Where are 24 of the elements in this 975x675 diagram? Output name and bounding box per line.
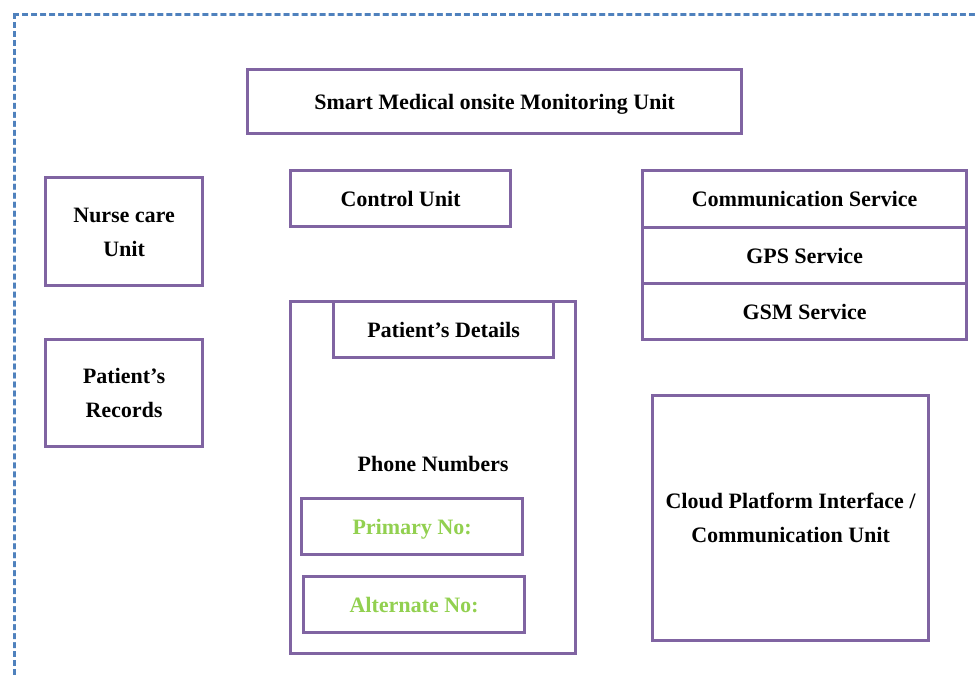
- box: [289, 169, 512, 228]
- box: [641, 282, 968, 341]
- box-label: GPS Service: [745, 242, 864, 270]
- box: [651, 394, 930, 642]
- box: [44, 176, 204, 287]
- box-label: Patient’s Details: [366, 316, 521, 344]
- box: [289, 300, 577, 655]
- box-label: Smart Medical onsite Monitoring Unit: [313, 88, 676, 116]
- box-label: Nurse care Unit: [72, 200, 176, 262]
- box-label: Primary No:: [351, 512, 473, 541]
- box: [246, 68, 743, 135]
- box-label: Cloud Platform Interface / Communication Unit: [664, 487, 917, 549]
- box: [302, 575, 526, 634]
- box-label: Communication Service: [690, 185, 918, 213]
- box-label: Control Unit: [340, 184, 462, 212]
- box-label: Patient’s Records: [82, 362, 166, 424]
- box-label: Alternate No:: [348, 590, 480, 618]
- box: [332, 300, 555, 359]
- box-label: Phone Numbers: [356, 450, 510, 478]
- box: [641, 169, 968, 229]
- box: [641, 226, 968, 285]
- box: [300, 497, 524, 556]
- box: [44, 338, 204, 448]
- box-label: GSM Service: [741, 298, 868, 326]
